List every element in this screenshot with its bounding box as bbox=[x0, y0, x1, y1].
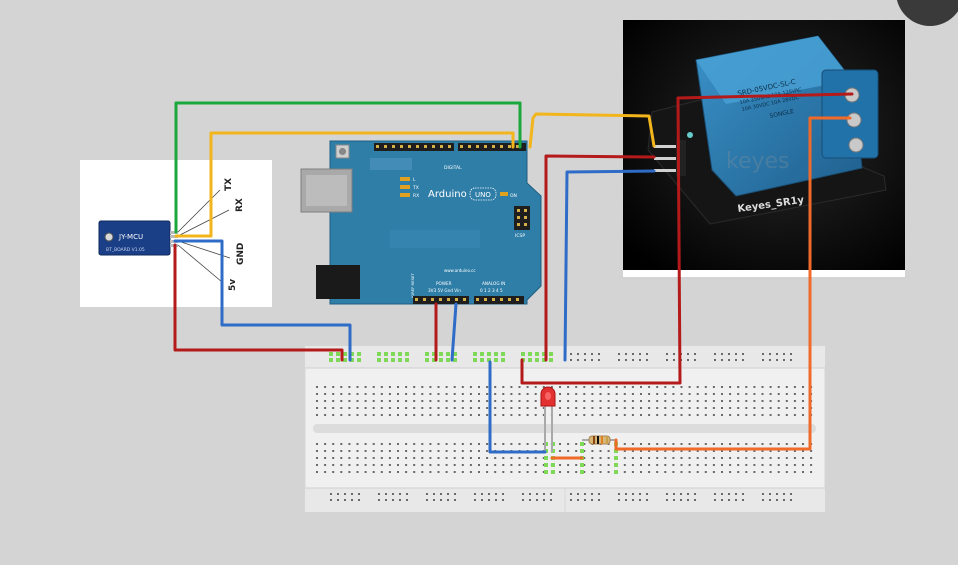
bluetooth-board-text: BT_BOARD V1.05 bbox=[106, 247, 145, 253]
breadboard bbox=[304, 345, 826, 513]
relay-header-pins bbox=[654, 145, 678, 172]
arduino-logo-text: Arduino bbox=[428, 189, 467, 200]
wires bbox=[173, 92, 854, 460]
ioref-label: IOREF RESET bbox=[410, 273, 415, 298]
breadboard-center-channel bbox=[313, 424, 816, 433]
power-pins-label: 3V3 5V Gnd Vin bbox=[428, 288, 461, 293]
wire-blue-bt bbox=[173, 239, 352, 362]
arduino-uno-board: DIGITAL TX RX L Arduino UNO ON ICSP www.… bbox=[300, 140, 542, 305]
red-led bbox=[540, 386, 556, 452]
wire-blue-relay-gnd bbox=[563, 169, 656, 362]
on-label: ON bbox=[510, 193, 517, 199]
analog-header bbox=[474, 296, 524, 304]
uno-badge bbox=[469, 187, 497, 201]
power-label: POWER bbox=[436, 281, 452, 286]
wire-green bbox=[174, 101, 522, 234]
analog-pins-label: 0 1 2 3 4 5 bbox=[480, 288, 503, 293]
pin-label-tx: TX bbox=[224, 178, 234, 191]
power-header-pins bbox=[415, 298, 519, 301]
digital-header-left bbox=[374, 143, 454, 151]
pin-label-5v: 5v bbox=[228, 279, 238, 291]
uno-text: UNO bbox=[475, 191, 491, 199]
l-label: L bbox=[413, 177, 416, 183]
digital-label: DIGITAL bbox=[444, 165, 462, 171]
icsp-label: ICSP bbox=[515, 233, 525, 239]
icsp-header bbox=[514, 206, 530, 230]
wire-yellow-relay bbox=[528, 112, 656, 149]
wire-blue-led bbox=[488, 360, 547, 454]
power-jack bbox=[316, 265, 360, 299]
tx-label: TX bbox=[412, 185, 419, 191]
wire-blue-arduino-gnd bbox=[450, 302, 458, 362]
digital-header-pins bbox=[376, 145, 519, 148]
bluetooth-chip-text: JY-MCU bbox=[118, 233, 143, 241]
relay-watermark: keyes bbox=[726, 149, 790, 174]
bluetooth-led bbox=[104, 232, 114, 242]
wire-red-bt bbox=[173, 243, 344, 362]
pin-label-gnd: GND bbox=[236, 243, 246, 265]
rx-label: RX bbox=[413, 193, 419, 199]
analog-label: ANALOG IN bbox=[482, 281, 505, 286]
website-text: www.arduino.cc bbox=[444, 268, 476, 273]
wire-orange-relay-no bbox=[614, 116, 852, 451]
pin-label-rx: RX bbox=[235, 198, 245, 212]
wire-red-relay-vcc bbox=[544, 154, 656, 362]
relay-module-photo: SRD-05VDC-SL-C 10A 250VAC 10A 125VAC 10A… bbox=[623, 20, 905, 277]
corner-circle bbox=[896, 0, 958, 26]
resistor bbox=[582, 435, 616, 445]
wire-yellow-bt bbox=[174, 131, 515, 238]
wire-red-relay-com bbox=[520, 92, 854, 385]
